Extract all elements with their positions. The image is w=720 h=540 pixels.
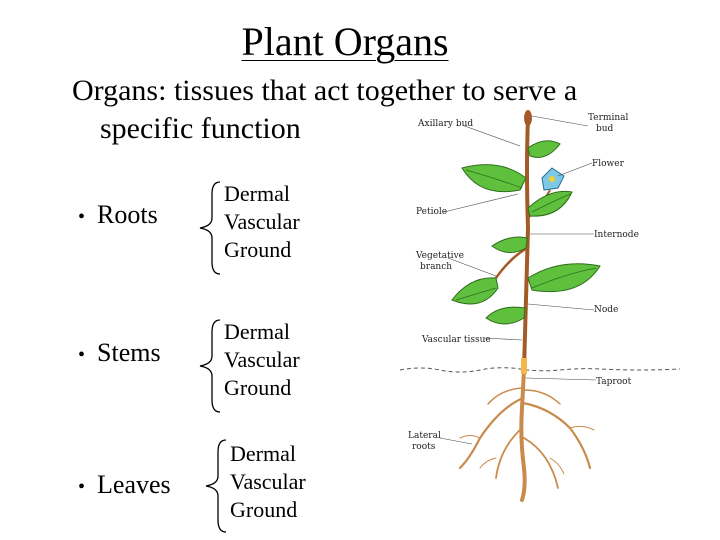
organ-bullet-roots: • Roots: [78, 200, 158, 230]
label-lateral-roots-1: Lateral: [408, 431, 441, 441]
tissue-dermal: Dermal: [230, 441, 296, 466]
definition-line-2: specific function: [100, 112, 301, 145]
organ-name: Leaves: [97, 470, 171, 499]
tissue-dermal: Dermal: [224, 181, 290, 206]
stem-branch: [494, 246, 528, 279]
slide-title: Plant Organs: [241, 19, 449, 64]
organ-bullet-leaves: • Leaves: [78, 470, 171, 500]
label-terminal-bud-1: Terminal: [588, 113, 629, 123]
taproot-highlight: [521, 358, 527, 374]
tissue-ground: Ground: [224, 375, 292, 400]
label-vegetative-branch-1: Vegetative: [415, 251, 464, 261]
label-flower: Flower: [592, 159, 625, 169]
tissue-list-roots: Dermal Vascular Ground: [224, 180, 300, 264]
label-petiole: Petiole: [416, 207, 447, 217]
tissue-ground: Ground: [230, 497, 298, 522]
root-system: [458, 368, 595, 502]
label-lateral-roots-2: roots: [412, 442, 436, 452]
definition-line-1: Organs: tissues that act together to ser…: [72, 74, 578, 107]
label-axillary-bud: Axillary bud: [417, 119, 473, 129]
tissue-vascular: Vascular: [224, 347, 300, 372]
tissue-vascular: Vascular: [230, 469, 306, 494]
label-node: Node: [594, 305, 618, 315]
tissue-dermal: Dermal: [224, 319, 290, 344]
bullet-dot: •: [78, 476, 86, 498]
organ-name: Roots: [97, 200, 158, 229]
soil-line: [400, 367, 681, 373]
organ-bullet-stems: • Stems: [78, 338, 161, 368]
tissue-list-stems: Dermal Vascular Ground: [224, 318, 300, 402]
tissue-list-leaves: Dermal Vascular Ground: [230, 440, 306, 524]
label-internode: Internode: [594, 230, 639, 240]
organ-name: Stems: [97, 338, 161, 367]
label-vascular-tissue: Vascular tissue: [421, 335, 491, 345]
brace-icon: [199, 319, 221, 413]
main-stem: [522, 117, 531, 371]
leader-lines: [439, 115, 597, 445]
tissue-vascular: Vascular: [224, 209, 300, 234]
flower-icon: [541, 167, 565, 191]
plant-diagram: Axillary bud Terminal bud Flower Petiole…: [400, 110, 681, 502]
brace-icon: [199, 181, 221, 275]
label-terminal-bud-2: bud: [596, 124, 614, 134]
bullet-dot: •: [78, 344, 86, 366]
label-vegetative-branch-2: branch: [420, 262, 452, 272]
brace-icon: [205, 439, 227, 533]
terminal-bud-icon: [524, 110, 532, 126]
leaves-group: [451, 140, 601, 325]
tissue-ground: Ground: [224, 237, 292, 262]
label-taproot: Taproot: [596, 377, 632, 387]
leaf-veins: [455, 169, 597, 301]
bullet-dot: •: [78, 206, 86, 228]
definition-text: Organs: tissues that act together to ser…: [72, 72, 672, 148]
